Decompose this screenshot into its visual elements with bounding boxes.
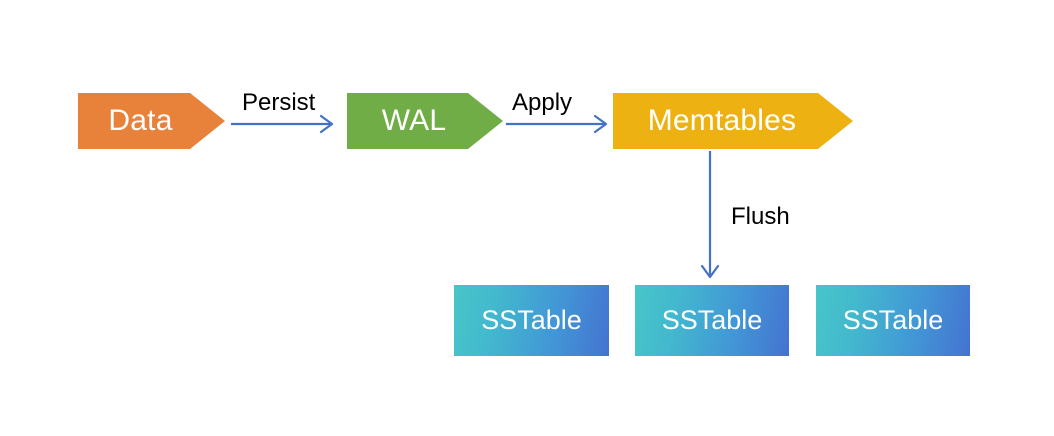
- node-data-label: Data: [108, 104, 173, 137]
- node-data[interactable]: Data: [78, 93, 225, 149]
- node-sstable-1-label: SSTable: [481, 305, 582, 335]
- node-memtables[interactable]: Memtables: [613, 93, 853, 149]
- node-sstable-1[interactable]: SSTable: [454, 285, 609, 356]
- node-sstable-2[interactable]: SSTable: [635, 285, 789, 356]
- edge-label-persist: Persist: [242, 89, 316, 116]
- node-wal[interactable]: WAL: [347, 93, 503, 149]
- node-sstable-2-label: SSTable: [661, 305, 763, 335]
- arrow-wal-to-memtables: [506, 114, 608, 134]
- node-wal-label: WAL: [381, 104, 447, 137]
- arrow-data-to-wal: [231, 114, 334, 134]
- node-sstable-3-label: SSTable: [842, 305, 944, 335]
- edge-label-flush: Flush: [731, 203, 790, 230]
- node-sstable-3[interactable]: SSTable: [816, 285, 970, 356]
- node-memtables-label: Memtables: [647, 104, 797, 137]
- edge-label-apply: Apply: [512, 89, 573, 116]
- arrow-memtables-to-sstables: [700, 151, 720, 279]
